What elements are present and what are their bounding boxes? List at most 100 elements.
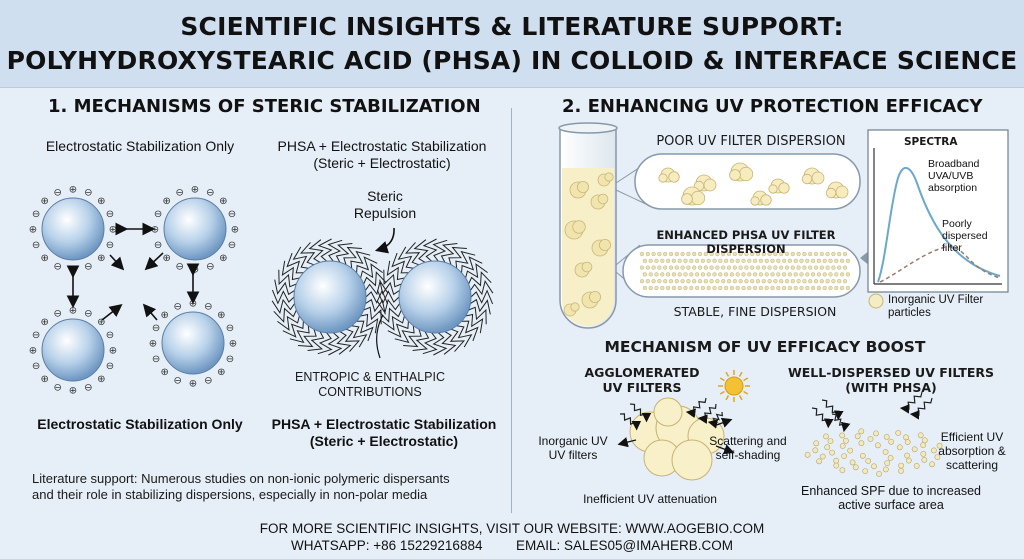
charge-symbol: ⊖ xyxy=(53,309,61,320)
charge-symbol: ⊕ xyxy=(29,346,37,357)
charge-symbol: ⊖ xyxy=(206,261,214,272)
literature-line2: and their role in stabilizing dispersion… xyxy=(32,487,428,502)
charge-symbol: ⊕ xyxy=(149,339,157,350)
charge-symbol: ⊖ xyxy=(32,209,40,220)
charge-symbol: ⊖ xyxy=(175,188,183,199)
charge-symbol: ⊕ xyxy=(161,310,169,321)
charge-symbol: ⊕ xyxy=(97,317,105,328)
charge-symbol: ⊖ xyxy=(226,354,234,365)
charge-symbol: ⊕ xyxy=(189,379,197,390)
spectra-title: SPECTRA xyxy=(904,136,958,148)
charge-symbol: ⊕ xyxy=(97,253,105,264)
mechanism-title: MECHANISM OF UV EFFICACY BOOST xyxy=(604,338,926,356)
footer: FOR MORE SCIENTIFIC INSIGHTS, VISIT OUR … xyxy=(0,520,1024,554)
charge-symbol: ⊕ xyxy=(191,265,199,276)
agglomerated-line1: AGGLOMERATED xyxy=(584,365,700,380)
charge-symbol: ⊖ xyxy=(175,261,183,272)
charge-symbol: ⊖ xyxy=(152,354,160,365)
electrostatic-sphere: ⊕⊖⊕⊖⊕⊖⊕⊖⊕⊖⊕⊖⊕⊖⊕⊖ xyxy=(151,185,239,276)
charge-symbol: ⊕ xyxy=(69,185,77,196)
broadband-line1: Broadband xyxy=(928,158,980,170)
charge-symbol: ⊖ xyxy=(106,240,114,251)
bottom-label-phsa-line2: (Steric + Electrostatic) xyxy=(309,433,459,449)
footer-email: EMAIL: SALES05@IMAHERB.COM xyxy=(516,538,734,553)
poor-line3: filter xyxy=(942,242,962,254)
enhanced-dispersion-capsule xyxy=(622,244,861,298)
charge-symbol: ⊕ xyxy=(219,196,227,207)
poor-line1: Poorly xyxy=(942,218,972,230)
agglomerated-title: AGGLOMERATED UV FILTERS xyxy=(572,365,712,395)
agglomerated-line2: UV FILTERS xyxy=(602,380,682,395)
top-label-phsa: PHSA + Electrostatic Stabilization (Ster… xyxy=(262,138,502,172)
inorganic-uv-label: Inorganic UV UV filters xyxy=(528,434,618,462)
section-title-1: 1. MECHANISMS OF STERIC STABILIZATION xyxy=(48,96,481,117)
charge-symbol: ⊖ xyxy=(106,330,114,341)
phsa-sphere-left xyxy=(293,260,367,334)
charge-symbol: ⊖ xyxy=(204,375,212,386)
charge-symbol: ⊖ xyxy=(32,330,40,341)
broadband-label: Broadband UVA/UVB absorption xyxy=(928,158,1006,194)
bottom-label-phsa: PHSA + Electrostatic Stabilization (Ster… xyxy=(258,416,510,450)
charge-symbol: ⊕ xyxy=(219,253,227,264)
literature-support: Literature support: Numerous studies on … xyxy=(32,471,502,503)
scattering-line1: Scattering and xyxy=(709,434,787,448)
efficient-line1: Efficient UV xyxy=(940,430,1004,444)
bottom-label-electrostatic: Electrostatic Stabilization Only xyxy=(37,416,243,432)
stable-dispersion-label: STABLE, FINE DISPERSION xyxy=(673,304,837,319)
entropic-line1: ENTROPIC & ENTHALPIC xyxy=(294,370,446,384)
top-label-phsa-line2: (Steric + Electrostatic) xyxy=(313,155,451,171)
steric-arrow xyxy=(374,227,395,254)
charge-symbol: ⊕ xyxy=(41,374,49,385)
entropic-label: ENTROPIC & ENTHALPIC CONTRIBUTIONS xyxy=(290,370,450,400)
charge-symbol: ⊕ xyxy=(41,253,49,264)
inefficient-label: Inefficient UV attenuation xyxy=(583,492,717,506)
phsa-hair-chains xyxy=(271,238,494,356)
spectra-chart xyxy=(867,129,1009,293)
steric-repulsion-label: Steric Repulsion xyxy=(345,188,425,222)
spf-line1: Enhanced SPF due to increased xyxy=(801,484,981,498)
title-line-2: POLYHYDROXYSTEARIC ACID (PHSA) IN COLLOI… xyxy=(6,46,1018,75)
charge-symbol: ⊖ xyxy=(206,188,214,199)
broadband-line2: UVA/UVB xyxy=(928,170,974,182)
steric-label-line1: Steric xyxy=(367,188,403,204)
efficient-line2: absorption & xyxy=(938,444,1006,458)
charge-symbol: ⊖ xyxy=(84,309,92,320)
footer-whatsapp: WHATSAPP: +86 15229216884 xyxy=(290,538,483,553)
charge-symbol: ⊖ xyxy=(53,188,61,199)
footer-contact: WHATSAPP: +86 15229216884 EMAIL: SALES05… xyxy=(0,537,1024,554)
charge-symbol: ⊖ xyxy=(106,209,114,220)
section-title-2: 2. ENHANCING UV PROTECTION EFFICACY xyxy=(562,96,983,117)
charge-symbol: ⊖ xyxy=(32,240,40,251)
steric-label-line2: Repulsion xyxy=(353,205,417,221)
top-label-electrostatic: Electrostatic Stabilization Only xyxy=(45,138,235,154)
phsa-sphere-right xyxy=(398,260,472,334)
bottom-label-phsa-line1: PHSA + Electrostatic Stabilization xyxy=(271,416,497,432)
poor-curve xyxy=(879,246,1001,283)
legend-line2: particles xyxy=(888,307,931,319)
enhanced-dispersion-label: ENHANCED PHSA UV FILTER DISPERSION xyxy=(656,228,836,256)
spf-line2: active surface area xyxy=(838,498,944,512)
charge-symbol: ⊖ xyxy=(152,323,160,334)
inorganic-line1: Inorganic UV xyxy=(538,434,608,448)
charge-symbol: ⊖ xyxy=(106,361,114,372)
electrostatic-sphere: ⊕⊖⊕⊖⊕⊖⊕⊖⊕⊖⊕⊖⊕⊖⊕⊖ xyxy=(29,306,117,397)
title-line-1: SCIENTIFIC INSIGHTS & LITERATURE SUPPORT… xyxy=(180,12,844,41)
charge-symbol: ⊕ xyxy=(163,196,171,207)
charge-symbol: ⊖ xyxy=(53,261,61,272)
charge-symbol: ⊕ xyxy=(161,367,169,378)
charge-symbol: ⊖ xyxy=(228,209,236,220)
broadband-curve xyxy=(877,166,1001,283)
uv-rays xyxy=(619,391,933,433)
charge-symbol: ⊕ xyxy=(29,225,37,236)
scattering-line2: self-shading xyxy=(715,448,781,462)
charge-symbol: ⊕ xyxy=(41,196,49,207)
electrostatic-sphere: ⊕⊖⊕⊖⊕⊖⊕⊖⊕⊖⊕⊖⊕⊖⊕⊖ xyxy=(149,299,237,390)
charge-symbol: ⊕ xyxy=(217,367,225,378)
inorganic-line2: UV filters xyxy=(548,448,598,462)
scatter-arrows xyxy=(617,417,735,455)
test-tube xyxy=(558,122,618,329)
header-banner: SCIENTIFIC INSIGHTS & LITERATURE SUPPORT… xyxy=(0,0,1024,88)
charge-symbol: ⊖ xyxy=(228,240,236,251)
charge-symbol: ⊕ xyxy=(151,225,159,236)
